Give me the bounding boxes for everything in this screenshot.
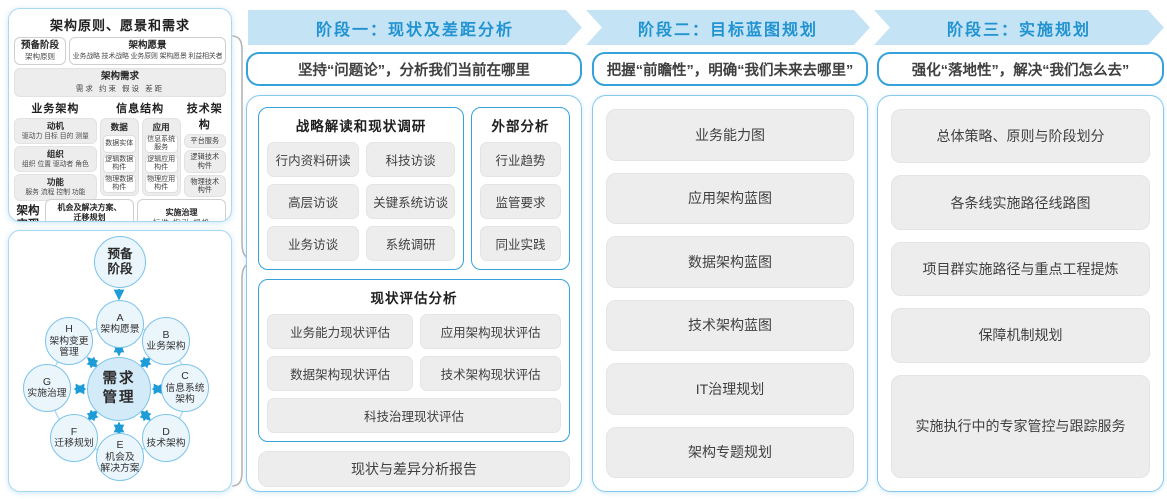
motivation-box: 动机 驱动力 目标 目的 测量 bbox=[14, 117, 97, 145]
cycle-node-f: F 迁移规划 bbox=[50, 414, 98, 462]
phase2-item: 数据架构蓝图 bbox=[606, 236, 854, 288]
phase2-item: 技术架构蓝图 bbox=[606, 299, 854, 351]
cycle-node-g: G 实施治理 bbox=[23, 364, 71, 412]
prep-phase-sub: 架构原则 bbox=[25, 52, 55, 62]
architecture-vision-sub: 业务战略 技术战略 业务原则 架构愿景 利益相关者 bbox=[72, 53, 223, 61]
strategy-research-title: 战略解读和现状调研 bbox=[295, 119, 427, 134]
opportunities-migration-box: 机会及解决方案、 迁移规划 工作包 架构契约 bbox=[45, 198, 134, 221]
phase3-band: 阶段三：实施规划 bbox=[874, 10, 1164, 45]
phase2-item: 应用架构蓝图 bbox=[606, 172, 854, 224]
phase1-band: 阶段一：现状及差距分析 bbox=[248, 10, 582, 45]
application-item: 逻辑应用 构件 bbox=[144, 155, 178, 174]
phase3-column: 总体策略、原则与阶段划分 各条线实施路径线路图 项目群实施路径与重点工程提炼 保… bbox=[877, 95, 1164, 492]
phase2-item: 业务能力图 bbox=[606, 109, 854, 161]
phase3-motto: 强化“落地性”，解决“我们怎么去” bbox=[877, 52, 1164, 86]
architecture-realization-label: 架构 实现 bbox=[16, 204, 40, 221]
architecture-vision-title: 架构愿景 bbox=[128, 40, 167, 51]
gap-analysis-report-box: 现状与差异分析报告 bbox=[258, 451, 570, 487]
business-architecture-heading: 业务架构 bbox=[31, 102, 80, 115]
external-analysis-stack: 行业趋势 监管要求 同业实践 bbox=[480, 142, 561, 261]
phase2-item: 架构专题规划 bbox=[606, 426, 854, 478]
information-structure-column: 信息结构 数据 数据实体 逻辑数据 构件 物理数据 构件 应用 信息系统 服务 … bbox=[99, 100, 181, 197]
cycle-node-a: A 架构愿景 bbox=[96, 300, 144, 348]
assessment-item: 应用架构现状评估 bbox=[420, 314, 561, 349]
external-item: 同业实践 bbox=[480, 226, 561, 261]
architecture-requirements-sub: 需求 约束 假设 差距 bbox=[75, 83, 165, 93]
cycle-node-prep: 预备 阶段 bbox=[94, 236, 146, 288]
function-box: 功能 服务 流程 控制 功能 bbox=[14, 174, 97, 201]
strategy-item: 科技访谈 bbox=[366, 142, 455, 177]
phase2-motto: 把握“前瞻性”，明确“我们未来去哪里” bbox=[592, 52, 868, 86]
assessment-box: 现状评估分析 业务能力现状评估 应用架构现状评估 数据架构现状评估 技术架构现状… bbox=[258, 279, 570, 442]
panel-title: 架构原则、愿景和需求 bbox=[49, 18, 190, 33]
strategy-item: 行内资料研读 bbox=[267, 142, 360, 177]
assessment-item: 数据架构现状评估 bbox=[267, 356, 414, 391]
external-analysis-title: 外部分析 bbox=[491, 119, 550, 134]
application-stack: 应用 信息系统 服务 逻辑应用 构件 物理应用 构件 bbox=[141, 117, 181, 197]
prep-phase-box: 预备阶段 架构原则 bbox=[14, 37, 66, 66]
phase-bands: 阶段一：现状及差距分析 阶段二：目标蓝图规划 阶段三：实施规划 bbox=[248, 10, 1164, 45]
strategy-item: 高层访谈 bbox=[267, 184, 360, 219]
architecture-realization-row: 架构 实现 机会及解决方案、 迁移规划 工作包 架构契约 实施治理 标准 指引 … bbox=[14, 198, 226, 221]
assessment-title: 现状评估分析 bbox=[370, 291, 458, 306]
cycle-node-c: C 信息系统 架构 bbox=[161, 364, 209, 412]
prep-vision-row: 预备阶段 架构原则 架构愿景 业务战略 技术战略 业务原则 架构愿景 利益相关者 bbox=[14, 37, 226, 66]
technology-item: 逻辑技术 构件 bbox=[183, 150, 226, 173]
data-stack: 数据 数据实体 逻辑数据 构件 物理数据 构件 bbox=[99, 117, 139, 197]
cycle-node-h: H 架构变更 管理 bbox=[45, 317, 93, 365]
technology-item: 物理技术 构件 bbox=[183, 174, 226, 198]
strategy-item: 系统调研 bbox=[366, 226, 455, 261]
phase3-item: 保障机制规划 bbox=[891, 308, 1150, 363]
application-item: 物理应用 构件 bbox=[144, 175, 178, 194]
cycle-node-d: D 技术架构 bbox=[142, 414, 190, 462]
assessment-item: 技术架构现状评估 bbox=[420, 356, 561, 391]
information-structure-heading: 信息结构 bbox=[116, 102, 165, 115]
external-analysis-box: 外部分析 行业趋势 监管要求 同业实践 bbox=[471, 107, 570, 270]
strategy-research-grid: 行内资料研读 科技访谈 高层访谈 关键系统访谈 业务访谈 系统调研 bbox=[267, 142, 455, 261]
data-item: 数据实体 bbox=[102, 134, 136, 154]
data-item: 逻辑数据 构件 bbox=[102, 155, 136, 174]
phase3-item: 项目群实施路径与重点工程提炼 bbox=[891, 241, 1150, 297]
information-subcolumns: 数据 数据实体 逻辑数据 构件 物理数据 构件 应用 信息系统 服务 逻辑应用 … bbox=[99, 117, 181, 197]
phase1-top-row: 战略解读和现状调研 行内资料研读 科技访谈 高层访谈 关键系统访谈 业务访谈 系… bbox=[258, 107, 570, 270]
phase1-motto: 坚持“问题论”，分析我们当前在哪里 bbox=[246, 52, 582, 86]
prep-phase-title: 预备阶段 bbox=[20, 40, 59, 51]
architecture-domains-grid: 业务架构 动机 驱动力 目标 目的 测量 组织 组织 位置 驱动者 角色 功能 … bbox=[14, 100, 226, 201]
technology-item: 平台服务 bbox=[183, 133, 226, 149]
application-item: 信息系统 服务 bbox=[144, 134, 178, 154]
phase2-item: IT治理规划 bbox=[606, 363, 854, 415]
external-item: 行业趋势 bbox=[480, 142, 561, 177]
phase3-item: 总体策略、原则与阶段划分 bbox=[891, 109, 1150, 164]
phase3-item: 实施执行中的专家管控与跟踪服务 bbox=[891, 374, 1150, 478]
phase2-band: 阶段二：目标蓝图规划 bbox=[586, 10, 870, 45]
assessment-item: 科技治理现状评估 bbox=[267, 398, 561, 433]
cycle-node-b: B 业务架构 bbox=[142, 317, 190, 365]
technology-architecture-column: 技术架构 平台服务 逻辑技术 构件 物理技术 构件 bbox=[183, 100, 226, 198]
assessment-item: 业务能力现状评估 bbox=[267, 314, 414, 349]
implementation-governance-box: 实施治理 标准 指引 规格 bbox=[137, 198, 226, 221]
assessment-grid: 业务能力现状评估 应用架构现状评估 数据架构现状评估 技术架构现状评估 科技治理… bbox=[267, 314, 561, 433]
phase1-column: 战略解读和现状调研 行内资料研读 科技访谈 高层访谈 关键系统访谈 业务访谈 系… bbox=[246, 95, 582, 492]
phase2-column: 业务能力图 应用架构蓝图 数据架构蓝图 技术架构蓝图 IT治理规划 架构专题规划 bbox=[592, 95, 868, 492]
organization-box: 组织 组织 位置 驱动者 角色 bbox=[14, 146, 97, 173]
architecture-principles-panel: 架构原则、愿景和需求 预备阶段 架构原则 架构愿景 业务战略 技术战略 业务原则… bbox=[8, 8, 232, 222]
cycle-node-requirements-management: 需求 管理 bbox=[87, 357, 151, 421]
cycle-node-e: E 机会及 解决方案 bbox=[96, 433, 144, 481]
strategy-item: 业务访谈 bbox=[267, 226, 360, 261]
strategy-item: 关键系统访谈 bbox=[366, 184, 455, 219]
business-architecture-column: 业务架构 动机 驱动力 目标 目的 测量 组织 组织 位置 驱动者 角色 功能 … bbox=[14, 100, 97, 201]
strategy-research-box: 战略解读和现状调研 行内资料研读 科技访谈 高层访谈 关键系统访谈 业务访谈 系… bbox=[258, 107, 464, 270]
architecture-requirements-box: 架构需求 需求 约束 假设 差距 bbox=[14, 68, 226, 97]
phase3-item: 各条线实施路径线路图 bbox=[891, 175, 1150, 230]
data-item: 物理数据 构件 bbox=[102, 175, 136, 194]
technology-architecture-heading: 技术架构 bbox=[186, 102, 223, 131]
architecture-vision-box: 架构愿景 业务战略 技术战略 业务原则 架构愿景 利益相关者 bbox=[69, 37, 226, 66]
adm-cycle-panel: 预备 阶段 需求 管理 A 架构愿景 B 业务架构 C 信息系统 架构 D 技术… bbox=[8, 230, 232, 492]
architecture-requirements-title: 架构需求 bbox=[100, 71, 139, 83]
external-item: 监管要求 bbox=[480, 184, 561, 219]
adm-cycle: 预备 阶段 需求 管理 A 架构愿景 B 业务架构 C 信息系统 架构 D 技术… bbox=[9, 231, 231, 491]
